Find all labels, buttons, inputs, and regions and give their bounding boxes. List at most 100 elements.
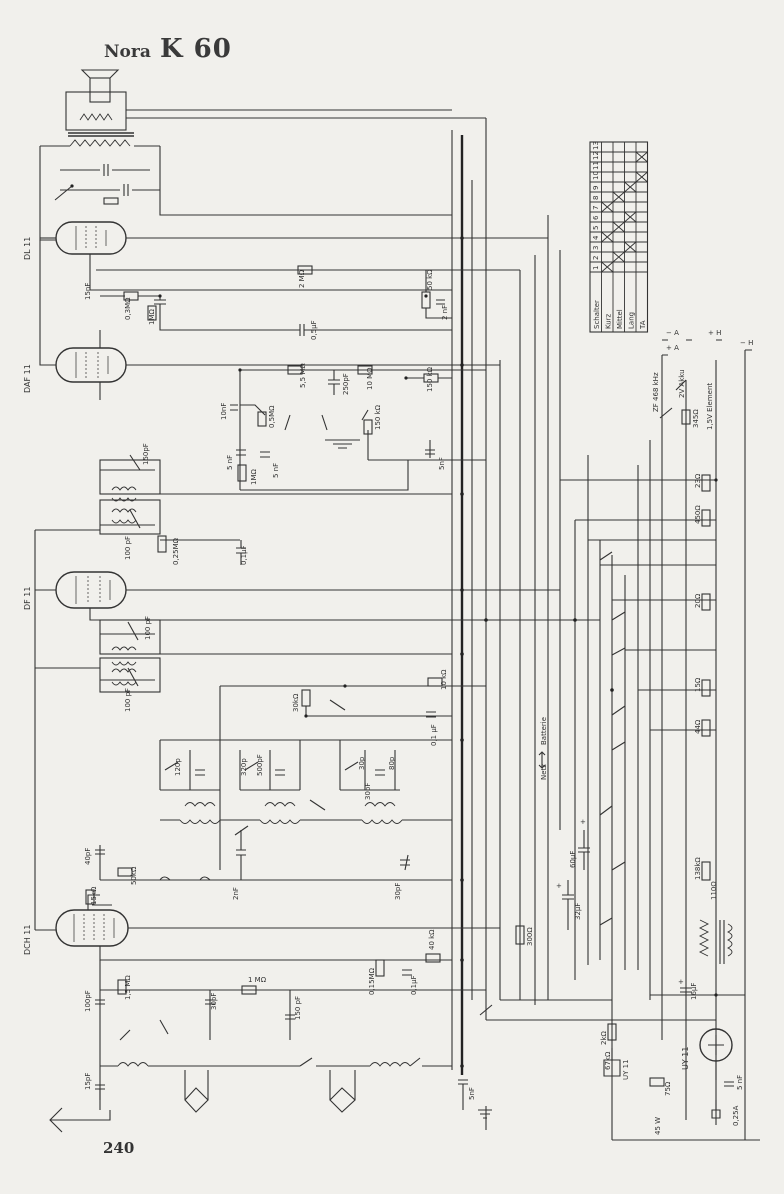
supply-section: 23Ω 450Ω 20Ω 15Ω 44Ω − A + A + H − H ZF … xyxy=(486,329,760,1141)
r-450-label: 450Ω xyxy=(694,505,702,524)
switch-table-col-header: 10 xyxy=(592,171,600,180)
bus-lines xyxy=(451,118,746,1140)
c-40p-label: 40pF xyxy=(84,848,92,865)
switch-table-cross xyxy=(635,171,648,183)
r-15-label: 15Ω xyxy=(694,677,702,692)
tube-dch11: 15kΩ 40 kΩ DCH 11 xyxy=(23,886,500,963)
c-80p-label: 80p xyxy=(388,756,396,770)
r-44-label: 44Ω xyxy=(694,719,702,734)
r-1m-a-label: 1MΩ xyxy=(148,309,156,325)
tube-dl11: DL 11 xyxy=(23,221,548,291)
switch-table-col-header: 11 xyxy=(592,161,600,170)
c-01c-label: 0,1μF xyxy=(410,975,418,995)
r-03m-label: 0,3MΩ xyxy=(124,297,132,320)
c-150p-a-label: 150pF xyxy=(142,443,150,465)
r-30k-label: 30kΩ xyxy=(292,693,300,712)
c-10n-label: 10nF xyxy=(220,403,228,420)
switch-table-cross xyxy=(624,241,637,253)
r-1m-label: 1MΩ xyxy=(250,469,258,485)
switch-table-col-header: 12 xyxy=(592,151,600,160)
r-50k-label: 50 kΩ xyxy=(426,269,434,290)
if-transformer-1: 150pF 100 pF 0,25MΩ 0,1μF xyxy=(34,443,452,930)
supply-plus-h-label: + H xyxy=(708,329,721,337)
switch-table-col-header: 13 xyxy=(592,141,600,150)
fuse-label: 0,25A xyxy=(732,1105,740,1126)
c-250p-label: 250pF xyxy=(342,373,350,395)
switch-table-cross xyxy=(601,261,614,273)
loudspeaker xyxy=(39,69,486,241)
r-025m-label: 0,25MΩ xyxy=(172,537,180,565)
tube-dl11-label: DL 11 xyxy=(23,237,32,260)
switch-table-row-header: Lang xyxy=(628,312,636,329)
c-16-label: 16μF xyxy=(690,983,698,1000)
element-label: 1,5V Element xyxy=(706,383,714,430)
if-transformer-2: 100 pF 100 pF xyxy=(35,616,452,712)
c-5n-a-label: 5 nF xyxy=(226,455,234,470)
daf11-detector-network: 5,5 MΩ 250pF 10 MΩ 150 kΩ 10nF 0,5MΩ 150… xyxy=(220,363,486,491)
power-label: 45 W xyxy=(654,1117,662,1135)
cap-plus-3: + xyxy=(678,978,684,986)
r-40k-label: 40 kΩ xyxy=(428,929,436,950)
r-55m-label: 5,5 MΩ xyxy=(299,363,307,388)
c-5nf-label: 5 nF xyxy=(272,463,280,478)
c-60-label: 60μF xyxy=(569,851,577,868)
supply-minus-a-label: − A xyxy=(666,329,679,337)
r-50k-b-label: 50kΩ xyxy=(130,866,138,885)
c-05-label: 0,5μF xyxy=(310,320,318,340)
supply-plus-a-label: + A xyxy=(666,344,679,352)
tube-daf11-label: DAF 11 xyxy=(23,364,32,393)
dch11-grid-network: 40pF 50kΩ 2nF 30pF xyxy=(84,825,452,900)
netz-label: Netz xyxy=(540,764,548,780)
r-75-label: 75Ω xyxy=(664,1081,672,1096)
c-2n-b-label: 2nF xyxy=(232,887,240,900)
c-30p-label: 30p xyxy=(358,756,366,770)
switch-table-cross xyxy=(624,211,637,223)
c-30pf-label: 30pF xyxy=(364,783,372,800)
r-300-label: 300Ω xyxy=(526,927,534,946)
c-500p-label: 500pF xyxy=(256,754,264,776)
switch-table-col-header: 9 xyxy=(592,186,600,190)
zf-label: ZF 468 kHz xyxy=(652,372,660,412)
r-138k-label: 138kΩ xyxy=(694,857,702,880)
c-01b-label: 0,1 μF xyxy=(430,724,438,746)
r-23-label: 23Ω xyxy=(694,473,702,488)
r-1mb-label: 1 MΩ xyxy=(248,976,267,984)
switch-table-cross xyxy=(612,251,625,263)
tube-uy11-label: UY 11 xyxy=(681,1047,690,1070)
switch-table-cross xyxy=(635,151,648,163)
r-10k-label: 10 kΩ xyxy=(440,669,448,690)
switch-table-row-header: Kurz xyxy=(605,313,613,329)
r-15m-label: 1,5 MΩ xyxy=(124,975,132,1000)
accu-label: 2V Akku xyxy=(678,369,686,398)
c-15p-label: 15pF xyxy=(84,1073,92,1090)
batterie-label: Batterie xyxy=(540,717,548,745)
switch-table-row-header: Mittel xyxy=(616,309,624,329)
switch-table-col-header: 7 xyxy=(592,206,600,210)
switch-table-cross xyxy=(612,191,625,203)
r-15k-label: 15kΩ xyxy=(90,886,98,905)
c-5n-label: 5nF xyxy=(438,457,446,470)
c-2n-label: 2 nF xyxy=(441,305,449,320)
page-number: 240 xyxy=(103,1139,135,1157)
c-32-label: 32μF xyxy=(574,903,582,920)
switch-table-col-header: 4 xyxy=(592,235,600,240)
r-150k-label: 150 kΩ xyxy=(426,366,434,392)
rf-input-network: 1,5 MΩ 100pF 1 MΩ 30pF 150 pF 0,15MΩ 0,1… xyxy=(49,959,493,1133)
c-30p-b2-label: 30pF xyxy=(210,993,218,1010)
r-345-label: 345Ω xyxy=(692,409,700,428)
r-20-label: 20Ω xyxy=(694,593,702,608)
c-100p-c-label: 100 pF xyxy=(124,688,132,712)
r-05m-label: 0,5MΩ xyxy=(268,405,276,428)
switch-table-cross xyxy=(601,231,614,243)
tube-dch11-label: DCH 11 xyxy=(23,925,32,955)
tube-df11: DF 11 xyxy=(23,571,600,621)
cap-plus-1: + xyxy=(580,818,586,826)
c-100p-d-label: 100pF xyxy=(84,990,92,1012)
c-5nf-b-label: 5nF xyxy=(468,1087,476,1100)
c-150p-label: 150 pF xyxy=(294,996,302,1020)
switch-table-col-header: 8 xyxy=(592,196,600,200)
c-120p-label: 120p xyxy=(174,758,182,776)
r-2m-label: 2 MΩ xyxy=(298,269,306,288)
